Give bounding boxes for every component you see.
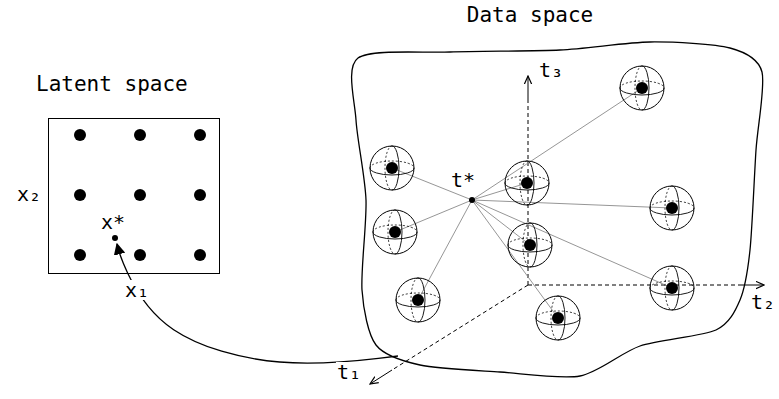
space-box: Latent space: [48, 118, 220, 274]
region-outline: [352, 40, 765, 382]
axis-label: t₃: [538, 60, 564, 80]
space-heading: Data space: [467, 4, 593, 27]
axis-label: t₂: [750, 292, 776, 312]
projection-lines: [392, 88, 672, 318]
axis-label: x*: [100, 212, 126, 232]
data-point: [469, 197, 475, 203]
axis-label: t*: [450, 170, 476, 190]
gaussian-spheres: [370, 66, 694, 340]
space-region: Data space: [352, 40, 765, 382]
latent-point: [112, 235, 118, 241]
axis-label: t₁: [336, 362, 362, 382]
axis-label: x₁: [124, 280, 150, 300]
mapping-arrow: [117, 244, 398, 363]
region-outline: [352, 42, 763, 377]
latent-grid: [74, 129, 206, 261]
axes: [370, 76, 764, 384]
axis-label: x₂: [16, 184, 42, 204]
space-heading: Latent space: [36, 73, 188, 96]
